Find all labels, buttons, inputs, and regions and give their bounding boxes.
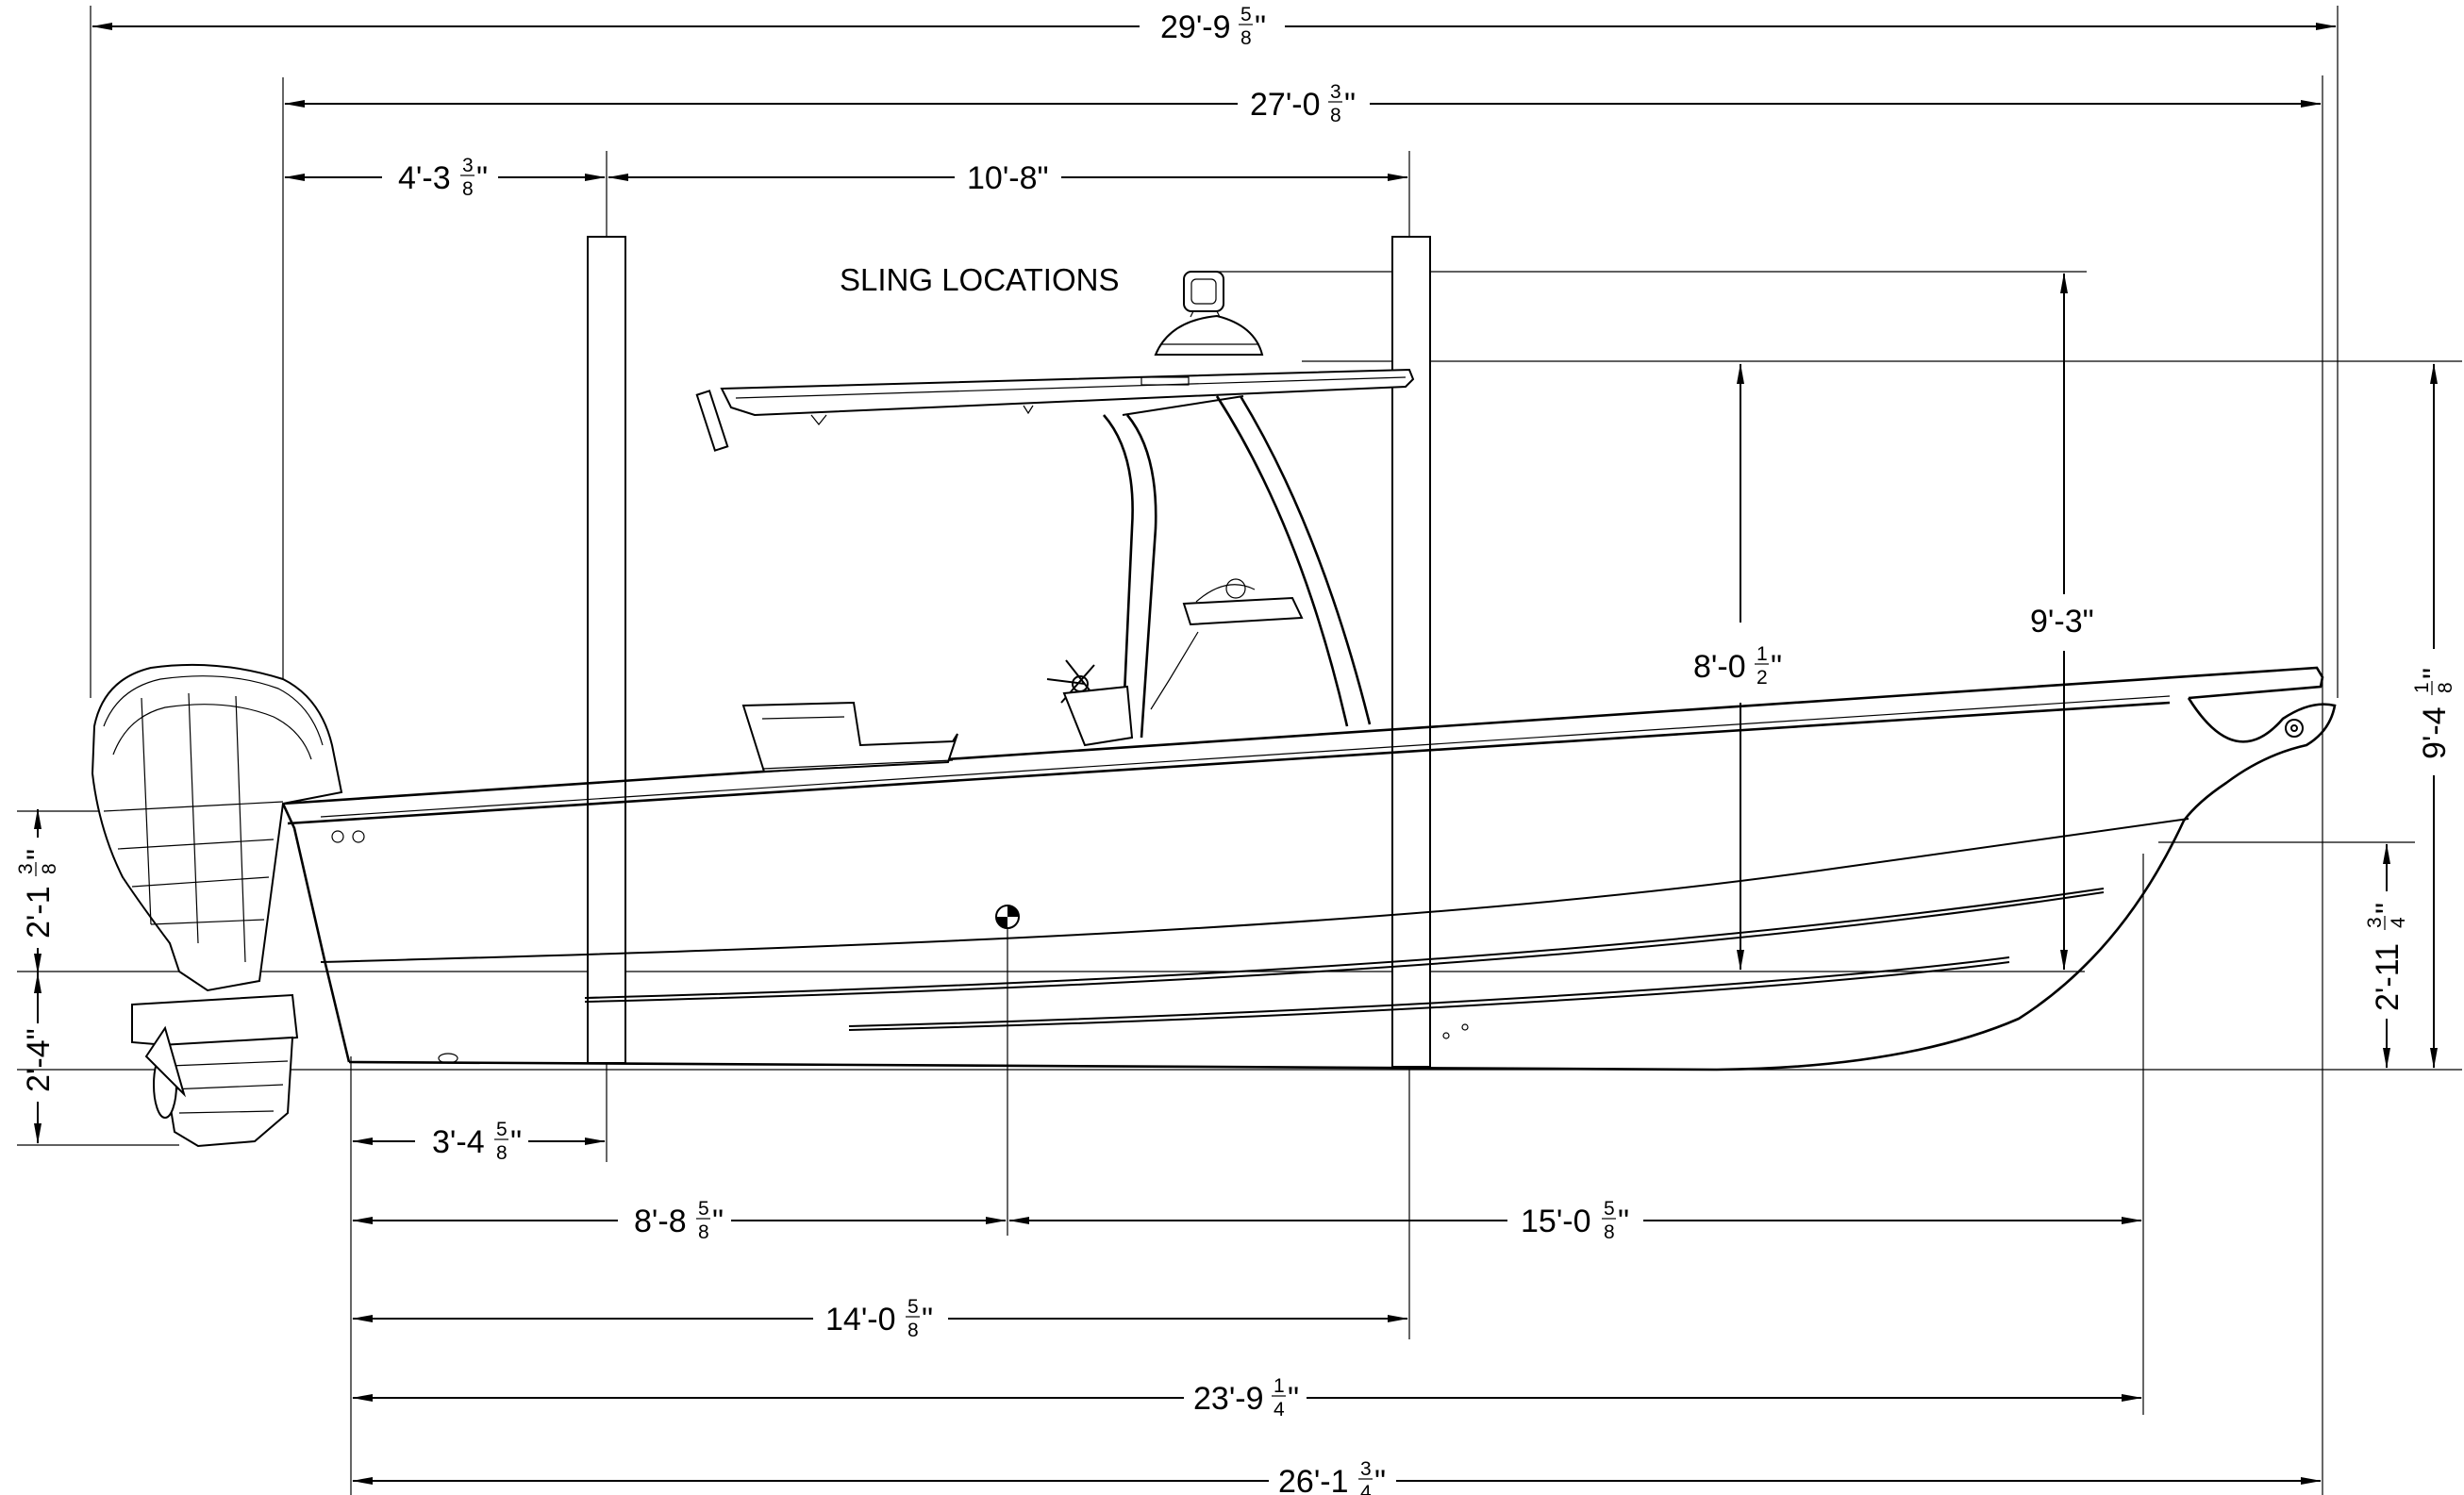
svg-text:29'-9: 29'-9 (1160, 9, 1231, 45)
dim-keel-to-aft-sling: 3'-4 5 8 " (432, 1119, 522, 1164)
boat-profile (91, 271, 2337, 1148)
svg-text:": " (510, 1124, 522, 1160)
svg-text:15'-0: 15'-0 (1521, 1204, 1591, 1239)
svg-text:2: 2 (1756, 667, 1768, 689)
svg-text:4: 4 (2388, 917, 2409, 928)
svg-text:8: 8 (39, 863, 60, 874)
svg-text:5: 5 (1604, 1198, 1615, 1220)
svg-text:8: 8 (1330, 105, 1341, 126)
svg-text:": " (1618, 1204, 1629, 1239)
forward-sling-strap (1391, 236, 1431, 1068)
svg-text:3'-4: 3'-4 (432, 1124, 485, 1160)
dim-transom-to-aft-sling: 4'-3 3 8 " (398, 155, 488, 200)
dim-bottom-overall-length: 26'-1 3 4 " (1278, 1458, 1386, 1495)
svg-text:3: 3 (462, 155, 474, 176)
svg-text:8: 8 (698, 1221, 709, 1243)
extension-lines (17, 6, 2462, 1495)
svg-text:3: 3 (1330, 81, 1341, 103)
svg-text:": " (1374, 1464, 1386, 1495)
svg-text:": " (21, 849, 57, 860)
svg-text:": " (1771, 649, 1782, 685)
svg-text:1: 1 (1274, 1375, 1285, 1397)
svg-text:9'-4: 9'-4 (2417, 706, 2453, 759)
svg-text:": " (476, 160, 488, 196)
dim-bow-freeboard: 2'-11 3 4 " (2364, 903, 2409, 1011)
svg-text:4: 4 (1274, 1399, 1285, 1420)
aft-sling-strap (587, 236, 626, 1064)
diagram-title: SLING LOCATIONS (840, 262, 1119, 297)
center-of-gravity-icon (995, 905, 1020, 929)
svg-text:8: 8 (496, 1142, 508, 1164)
dim-keel-to-forward-sling: 14'-0 5 8 " (825, 1296, 933, 1341)
svg-text:5: 5 (1240, 4, 1252, 25)
dim-motor-draft: 2'-4" (21, 1028, 57, 1092)
dim-overall-height: 9'-4 1 8 " (2411, 668, 2456, 759)
svg-text:8: 8 (1604, 1221, 1615, 1243)
svg-text:5: 5 (907, 1296, 919, 1318)
dim-sling-spacing: 10'-8" (967, 160, 1049, 196)
svg-text:2'-1: 2'-1 (21, 886, 57, 939)
dim-keel-to-cg: 8'-8 5 8 " (634, 1198, 724, 1243)
svg-text:8'-0: 8'-0 (1693, 649, 1746, 685)
svg-text:8: 8 (2435, 682, 2456, 693)
dim-tower-top-height: 8'-0 1 2 " (1693, 643, 1782, 689)
svg-text:23'-9: 23'-9 (1193, 1381, 1264, 1417)
svg-text:1: 1 (1756, 643, 1768, 665)
svg-text:8: 8 (907, 1320, 919, 1341)
dim-cg-to-bow-keel: 15'-0 5 8 " (1521, 1198, 1629, 1243)
svg-text:": " (2417, 668, 2453, 679)
dimension-labels: 29'-9 5 8 " 27'-0 3 8 " 4'-3 3 8 " 10'-8… (15, 4, 2456, 1495)
svg-text:": " (712, 1204, 724, 1239)
svg-text:8: 8 (1240, 27, 1252, 49)
svg-text:4'-3: 4'-3 (398, 160, 451, 196)
svg-text:": " (1255, 9, 1266, 45)
svg-text:3: 3 (2364, 917, 2386, 928)
svg-text:8'-8: 8'-8 (634, 1204, 687, 1239)
svg-text:": " (1344, 87, 1356, 123)
dim-overall-with-motor: 29'-9 5 8 " (1160, 4, 1266, 49)
dimension-lines (34, 23, 2438, 1485)
svg-text:5: 5 (698, 1198, 709, 1220)
svg-text:14'-0: 14'-0 (825, 1302, 896, 1337)
svg-text:": " (922, 1302, 933, 1337)
svg-text:": " (1288, 1381, 1299, 1417)
svg-text:": " (2370, 903, 2406, 914)
dim-air-draft: 9'-3" (2030, 604, 2094, 640)
svg-text:3: 3 (15, 863, 37, 874)
svg-text:4: 4 (1360, 1482, 1372, 1495)
svg-text:3: 3 (1360, 1458, 1372, 1480)
dim-waterline-length: 23'-9 1 4 " (1193, 1375, 1299, 1420)
svg-text:1: 1 (2411, 682, 2433, 693)
outboard-motor (91, 663, 343, 1148)
svg-text:27'-0: 27'-0 (1250, 87, 1321, 123)
svg-text:8: 8 (462, 178, 474, 200)
svg-text:5: 5 (496, 1119, 508, 1140)
dim-hull-deck-length: 27'-0 3 8 " (1250, 81, 1356, 126)
svg-text:26'-1: 26'-1 (1278, 1464, 1349, 1495)
svg-text:2'-11: 2'-11 (2370, 943, 2406, 1011)
dim-transom-freeboard: 2'-1 3 8 " (15, 849, 60, 939)
